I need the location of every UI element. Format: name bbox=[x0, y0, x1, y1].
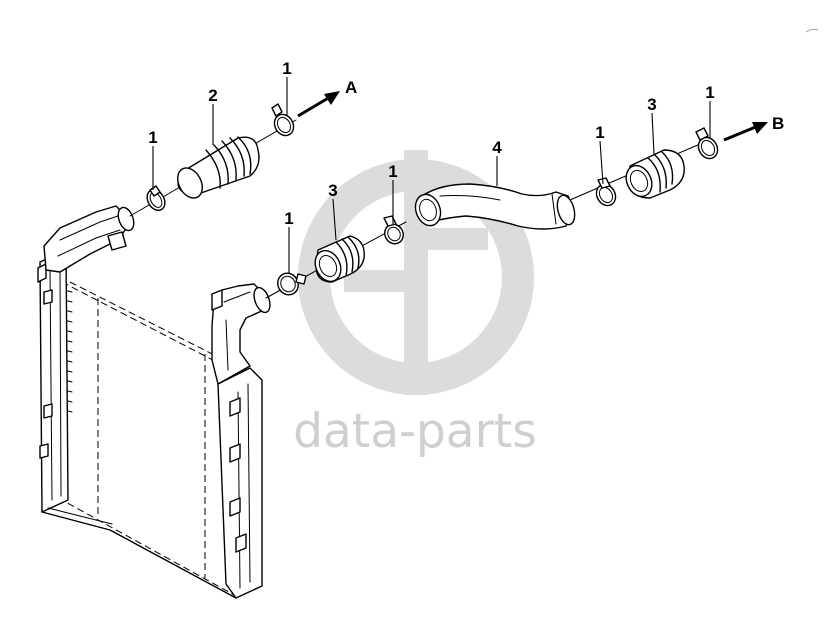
callout-clamp-middle-lower: 1 bbox=[284, 209, 293, 228]
callout-sleeve-middle: 3 bbox=[328, 181, 337, 200]
watermark-text: data-parts bbox=[293, 404, 537, 459]
pipe-4 bbox=[414, 183, 576, 230]
sleeve-3b bbox=[625, 149, 685, 199]
watermark: data-parts bbox=[293, 150, 537, 459]
clamp-1f bbox=[695, 127, 719, 160]
leader-lines bbox=[152, 77, 711, 273]
clamp-1b bbox=[271, 103, 295, 137]
intercooler bbox=[37, 205, 271, 599]
callout-clamp-middle-upper: 1 bbox=[388, 162, 397, 181]
callout-clamp-top: 1 bbox=[282, 59, 291, 78]
sleeve-3a bbox=[314, 235, 365, 283]
callout-clamp-right-middle: 1 bbox=[595, 123, 604, 142]
callout-hose-2: 2 bbox=[208, 86, 217, 105]
clamp-1e bbox=[595, 177, 617, 207]
clamp-1a bbox=[146, 185, 166, 212]
callout-sleeve-right: 3 bbox=[647, 95, 656, 114]
callout-clamp-right-top: 1 bbox=[705, 83, 714, 102]
arrow-a-icon bbox=[297, 91, 340, 118]
callout-pipe-4: 4 bbox=[492, 138, 502, 157]
callout-arrow-b: B bbox=[772, 114, 784, 133]
arrow-b-icon bbox=[723, 122, 768, 142]
corner-mark bbox=[805, 28, 819, 33]
clamp-1c bbox=[277, 272, 307, 296]
gp-logo-icon bbox=[298, 150, 534, 395]
callout-arrow-a: A bbox=[345, 78, 357, 97]
callout-clamp-left: 1 bbox=[148, 128, 157, 147]
callout-labels: 1 2 1 3 1 1 4 1 3 1 A B bbox=[148, 59, 784, 228]
hose-2 bbox=[177, 136, 260, 199]
